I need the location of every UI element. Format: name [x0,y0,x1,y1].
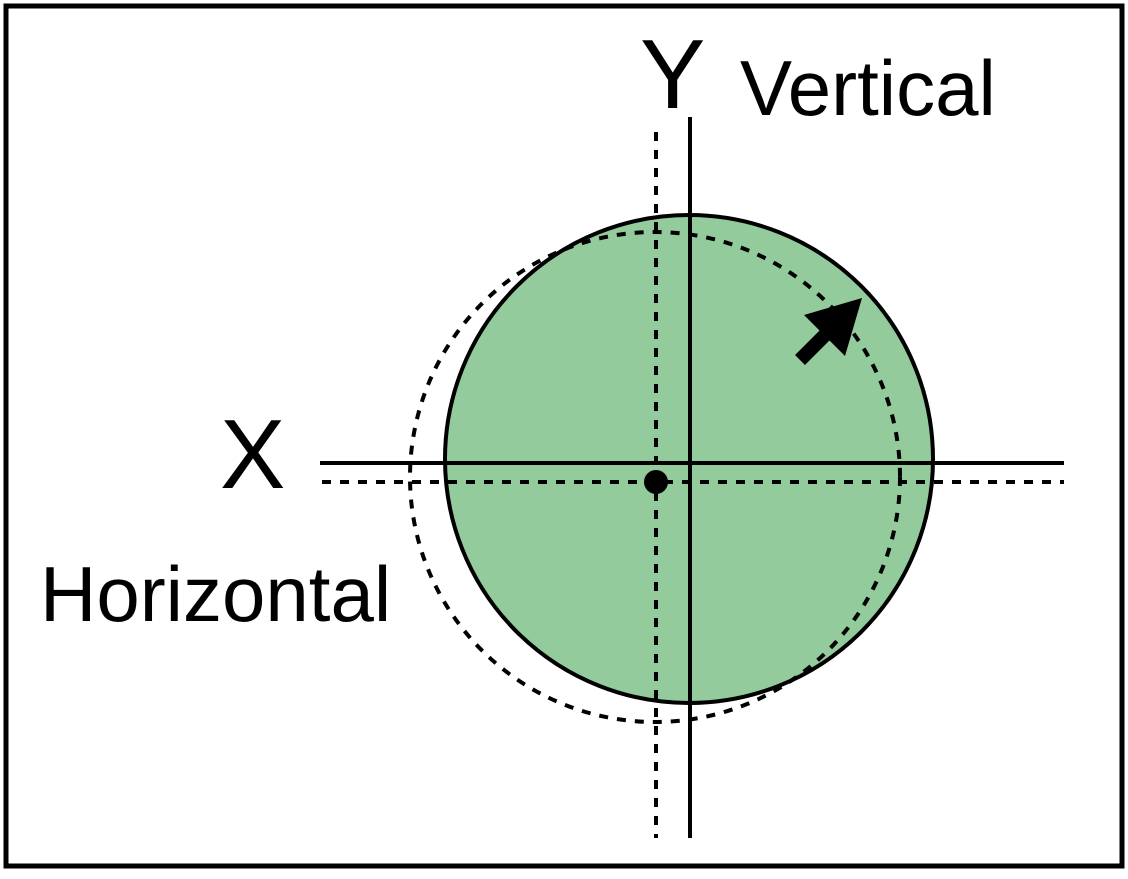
rotation-arrow [795,298,862,365]
x-axis-label: X [220,399,285,509]
vertical-caption: Vertical [740,44,996,132]
outer-frame [3,3,1125,869]
horizontal-caption: Horizontal [40,550,391,638]
rotation-arrow-head [804,298,862,356]
y-axis-label: Y [640,19,705,129]
original-position-circle [408,230,902,724]
center-point [644,470,668,494]
